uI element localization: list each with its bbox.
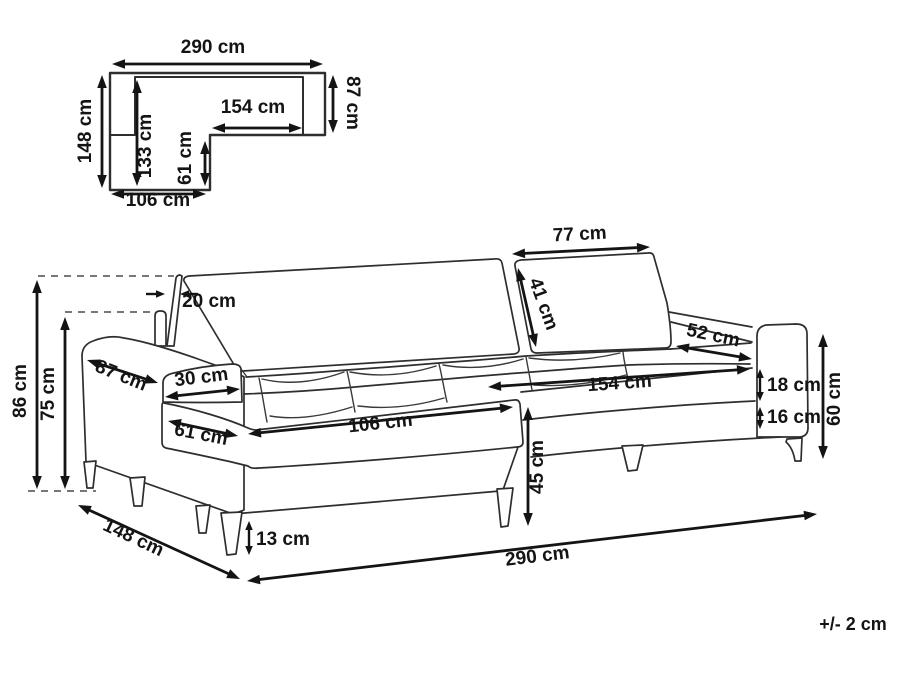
dimension-seat-width: 154 cm <box>488 365 750 396</box>
dimension-label-plan-width: 290 cm <box>181 37 245 58</box>
dimension-label-total-height: 86 cm <box>10 364 31 418</box>
dimension-label-plan-depth-left: 148 cm <box>75 99 96 163</box>
back-rail <box>668 311 753 343</box>
dimension-chaise-front: 106 cm <box>248 403 513 438</box>
dimension-label-total-depth: 148 cm <box>100 515 167 561</box>
dimension-label-leg-height: 13 cm <box>256 529 310 550</box>
chaise-base <box>83 446 519 556</box>
dimension-back-height: 75 cm <box>38 317 70 489</box>
dimension-total-depth: 148 cm <box>78 505 240 579</box>
main-base <box>522 400 781 472</box>
right-armrest-leg <box>785 437 803 462</box>
dimension-plan-width: 290 cm <box>112 37 323 69</box>
dimension-label-seat-height: 45 cm <box>527 440 548 494</box>
dimension-label-back-thickness: 20 cm <box>182 291 236 312</box>
dimension-total-width: 290 cm <box>247 510 817 585</box>
back-side-post <box>154 310 167 347</box>
dimension-seat-to-arm: 52 cm <box>676 320 752 362</box>
dimension-armrest-width: 30 cm <box>165 364 240 401</box>
dimension-label-seat-cushion-thickness: 18 cm <box>767 375 821 396</box>
dimension-label-base-thickness: 16 cm <box>767 407 821 428</box>
dimension-label-back-height: 75 cm <box>38 367 59 421</box>
dimension-label-total-width: 290 cm <box>504 542 571 571</box>
dimension-label-plan-seat-width: 154 cm <box>221 97 285 118</box>
dimension-label-plan-chaise-extension: 61 cm <box>175 131 196 185</box>
dimension-armrest-height: 60 cm <box>818 334 845 459</box>
dimension-plan-depth-left: 148 cm <box>75 75 107 188</box>
dimension-label-seat-width: 154 cm <box>587 371 653 396</box>
perspective-view <box>28 251 809 556</box>
right-armrest <box>756 323 809 438</box>
dimension-leg-height: 13 cm <box>245 521 310 555</box>
dimension-seat-height: 45 cm <box>523 407 548 526</box>
chaise-cushion <box>161 398 524 470</box>
dimension-plan-depth-right: 87 cm <box>328 75 363 133</box>
dimension-seat-cushion-thickness: 18 cm <box>756 369 821 401</box>
left-armrest-inner-face <box>162 363 243 404</box>
back-panel-edge <box>166 274 183 347</box>
dimension-base-thickness: 16 cm <box>756 407 821 429</box>
dimension-label-plan-depth-inner: 133 cm <box>135 114 156 178</box>
dimension-plan-chaise-extension: 61 cm <box>175 131 210 186</box>
dimension-label-plan-depth-right: 87 cm <box>342 76 363 130</box>
dimension-label-armrest-height: 60 cm <box>824 372 845 426</box>
floor-plan-inner-lines <box>109 76 304 136</box>
dimension-total-height: 86 cm <box>10 280 42 489</box>
back-cushion-right <box>514 251 672 354</box>
dimension-label-plan-chaise-width: 106 cm <box>126 190 190 211</box>
dimension-backrest-width: 77 cm <box>512 223 650 259</box>
dimension-plan-chaise-width: 106 cm <box>111 189 206 211</box>
floor-plan-view <box>108 71 327 192</box>
dimension-back-thickness: 20 cm <box>146 290 236 312</box>
dimension-plan-depth-inner: 133 cm <box>132 80 156 186</box>
dimension-label-backrest-width: 77 cm <box>552 223 607 247</box>
floor-plan-outline <box>108 71 327 192</box>
back-cushion-left <box>183 257 520 373</box>
dimension-plan-seat-width: 154 cm <box>212 97 302 133</box>
tolerance-note: +/- 2 cm <box>819 614 887 634</box>
